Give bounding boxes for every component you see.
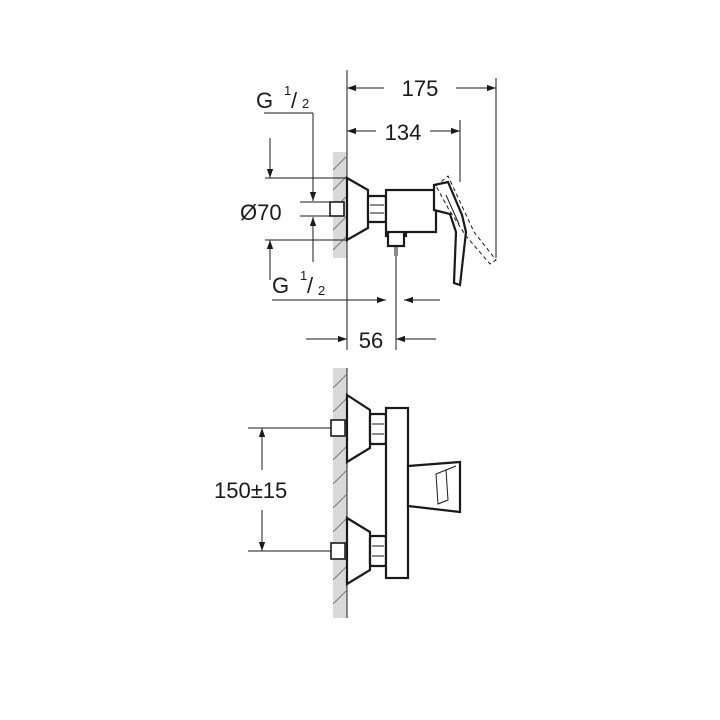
g-top-base: G (256, 88, 273, 113)
mixer-body-front (384, 406, 462, 580)
dim-150-label: 150±15 (214, 478, 287, 503)
dim-56-label: 56 (359, 328, 383, 353)
dim-150: 150±15 (214, 427, 331, 552)
dim-175: 175 (347, 76, 496, 101)
dim-70-label: Ø70 (240, 200, 282, 225)
lever-handle (432, 175, 497, 287)
dim-134-label: 134 (385, 120, 422, 145)
g-top-num: 1 (284, 83, 291, 98)
inlet-fitting (329, 176, 388, 242)
g-bottom-base: G (272, 273, 289, 298)
dim-175-label: 175 (402, 76, 439, 101)
g-bottom-den: 2 (318, 283, 325, 298)
dim-g-half-bottom: G 1 / 2 (272, 268, 440, 304)
upper-fitting (330, 392, 388, 464)
dim-g-half-top: G 1 / 2 (256, 83, 317, 201)
g-bottom-num: 1 (300, 268, 307, 283)
g-top-den: 2 (302, 96, 309, 111)
svg-text:/: / (291, 88, 298, 113)
dim-56: 56 (306, 328, 436, 353)
side-view: 175 134 G 1 / 2 Ø70 (240, 70, 497, 353)
dim-134: 134 (347, 120, 460, 145)
front-view: 150±15 (214, 368, 462, 618)
wall-bottom (332, 368, 348, 618)
svg-text:/: / (307, 273, 314, 298)
dim-diameter-70: Ø70 (240, 138, 347, 280)
mixer-body-side (384, 188, 438, 256)
